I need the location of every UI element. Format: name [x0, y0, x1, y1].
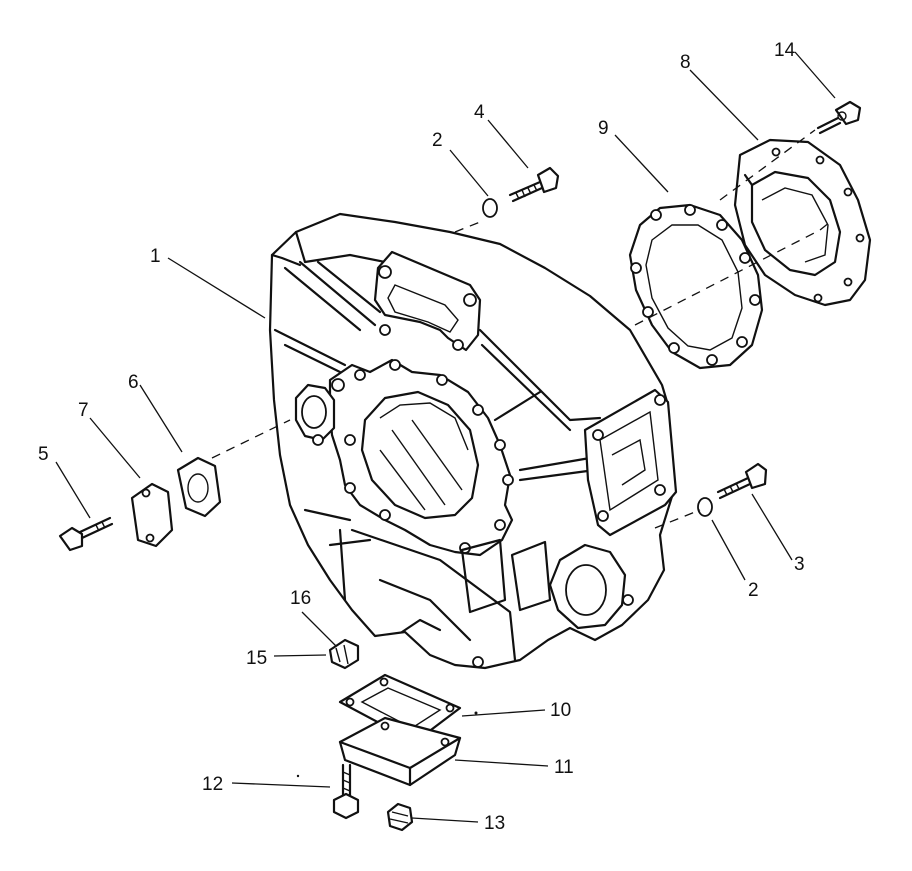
callout-5: 5 [38, 444, 49, 465]
callout-12: 12 [202, 774, 223, 795]
axis-center-line [634, 221, 831, 326]
flywheel-housing [268, 212, 678, 670]
cover-plate-bottom [338, 716, 462, 787]
callout-9: 9 [598, 118, 609, 139]
axis-right-pad [654, 509, 701, 529]
screw-top-right [816, 100, 862, 135]
callout-6: 6 [128, 372, 139, 393]
stray-dot [296, 774, 300, 778]
oil-seal-carrier [733, 138, 872, 307]
pipe-plug [386, 802, 414, 832]
capscrew-right [697, 462, 768, 517]
callout-3: 3 [794, 554, 805, 575]
stray-dot [474, 711, 478, 715]
callout-7: 7 [78, 400, 89, 421]
callout-13: 13 [484, 813, 505, 834]
callout-4: 4 [474, 102, 485, 123]
callout-14: 14 [774, 40, 796, 61]
callout-10: 10 [550, 700, 571, 721]
leader-lines [55, 51, 836, 823]
callout-labels: 1 2 2 3 4 5 6 7 8 9 10 11 12 13 14 15 16 [38, 40, 805, 834]
callout-2-top: 2 [432, 130, 443, 151]
drain-plug [328, 638, 360, 670]
axis-left-boss [211, 419, 291, 459]
gasket-left [176, 456, 222, 518]
axis-top-pad [454, 221, 481, 233]
callout-16: 16 [290, 588, 311, 609]
callout-1: 1 [150, 246, 161, 267]
callout-8: 8 [680, 52, 691, 73]
seal-gasket [628, 203, 764, 370]
cover-plate-left [130, 482, 174, 548]
capscrew-left [58, 516, 114, 552]
callout-11: 11 [554, 757, 574, 778]
capscrew-top [508, 166, 560, 203]
axis-top-right-screw [719, 129, 816, 201]
washer-top [482, 198, 498, 218]
callout-2-right: 2 [748, 580, 759, 601]
cover-screw [332, 763, 360, 820]
callout-15: 15 [246, 648, 267, 669]
